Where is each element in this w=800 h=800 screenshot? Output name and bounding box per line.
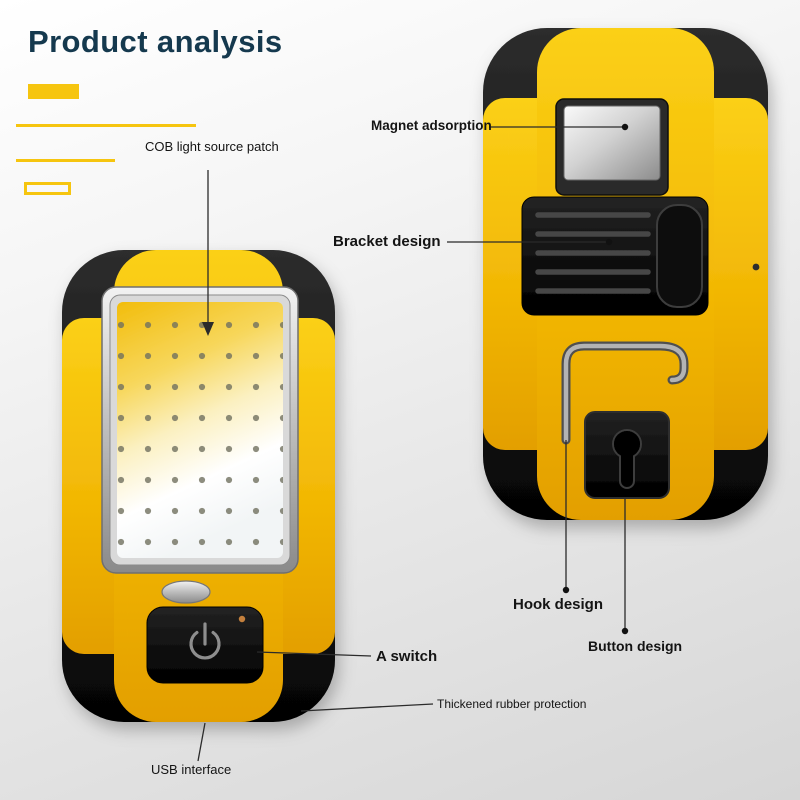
keyhole-mount xyxy=(584,411,670,499)
callout-label-cob: COB light source patch xyxy=(145,139,279,154)
accent-outline-box xyxy=(24,182,71,195)
callout-label-magnet: Magnet adsorption xyxy=(371,118,492,133)
callout-label-usb: USB interface xyxy=(151,762,232,777)
bracket-callout-dot xyxy=(605,238,613,246)
accent-line-top xyxy=(16,124,196,127)
front-device xyxy=(62,250,335,722)
cob-led-dots xyxy=(117,302,283,558)
page-title: Product analysis xyxy=(28,24,283,59)
cob-panel xyxy=(101,286,299,574)
magnet-plate xyxy=(555,98,669,196)
usb-callout-line xyxy=(197,722,206,762)
callout-label-rubber: Thickened rubber protection xyxy=(437,697,587,711)
bracket xyxy=(521,196,709,316)
hook xyxy=(561,341,689,445)
rubber-callout-line xyxy=(300,703,434,712)
callout-label-switch: A switch xyxy=(376,648,438,665)
power-icon xyxy=(189,630,221,660)
switch-callout-line xyxy=(256,651,372,657)
indicator-led xyxy=(238,615,246,623)
magnet-callout-dot xyxy=(621,123,629,131)
back-device xyxy=(483,28,768,520)
screw-dot xyxy=(752,263,760,271)
callout-label-button: Button design xyxy=(588,638,683,654)
callout-label-bracket: Bracket design xyxy=(333,233,441,250)
keyhole-circle-fill xyxy=(614,431,640,457)
power-switch xyxy=(146,606,264,684)
accent-bar xyxy=(28,84,79,99)
callout-lines xyxy=(197,123,629,762)
callout-label-hook: Hook design xyxy=(513,596,604,613)
cob-callout-arrowhead xyxy=(202,322,214,336)
magnet-surface xyxy=(563,105,661,181)
usb-port-cover xyxy=(161,580,211,604)
button-callout-dot xyxy=(621,627,629,635)
hook-wire-highlight xyxy=(563,343,687,443)
accent-line-short xyxy=(16,159,115,162)
hook-callout-dot xyxy=(562,586,570,594)
bracket-stand-tab xyxy=(656,204,703,308)
